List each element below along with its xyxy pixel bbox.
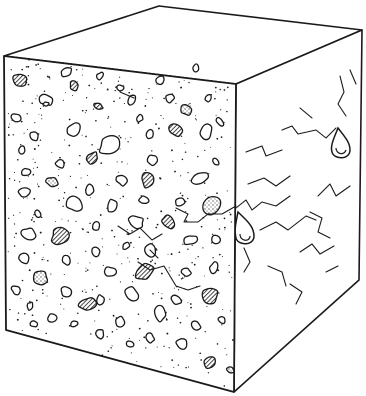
- pebble: [108, 199, 117, 212]
- pebble: [97, 295, 104, 305]
- front-face: [4, 56, 236, 392]
- pebble: [116, 316, 125, 327]
- hatched-stone: [13, 74, 27, 86]
- pebble: [86, 184, 94, 195]
- pebble: [19, 146, 25, 154]
- pebble: [92, 247, 100, 257]
- pebble: [30, 321, 37, 327]
- pebble: [11, 114, 21, 122]
- pebble: [43, 102, 49, 106]
- pebble: [146, 129, 153, 138]
- pebble: [212, 235, 221, 243]
- pebble: [48, 314, 57, 322]
- stippled-stone: [34, 271, 48, 285]
- pebble: [27, 302, 33, 310]
- pebble: [205, 95, 211, 102]
- pebble: [126, 341, 133, 347]
- hatched-stone: [202, 288, 217, 304]
- pebble: [156, 76, 164, 84]
- pebble: [105, 267, 117, 276]
- pebble: [22, 169, 31, 176]
- pebble: [61, 287, 71, 297]
- pebble: [93, 222, 100, 231]
- pebble: [176, 198, 185, 206]
- hatched-stone: [70, 81, 78, 91]
- pebble: [117, 85, 124, 91]
- pebble: [61, 68, 71, 77]
- pebble: [71, 321, 78, 327]
- pebble: [193, 64, 199, 72]
- right-face: [234, 30, 362, 392]
- pebble: [30, 132, 38, 141]
- pebble: [184, 236, 198, 245]
